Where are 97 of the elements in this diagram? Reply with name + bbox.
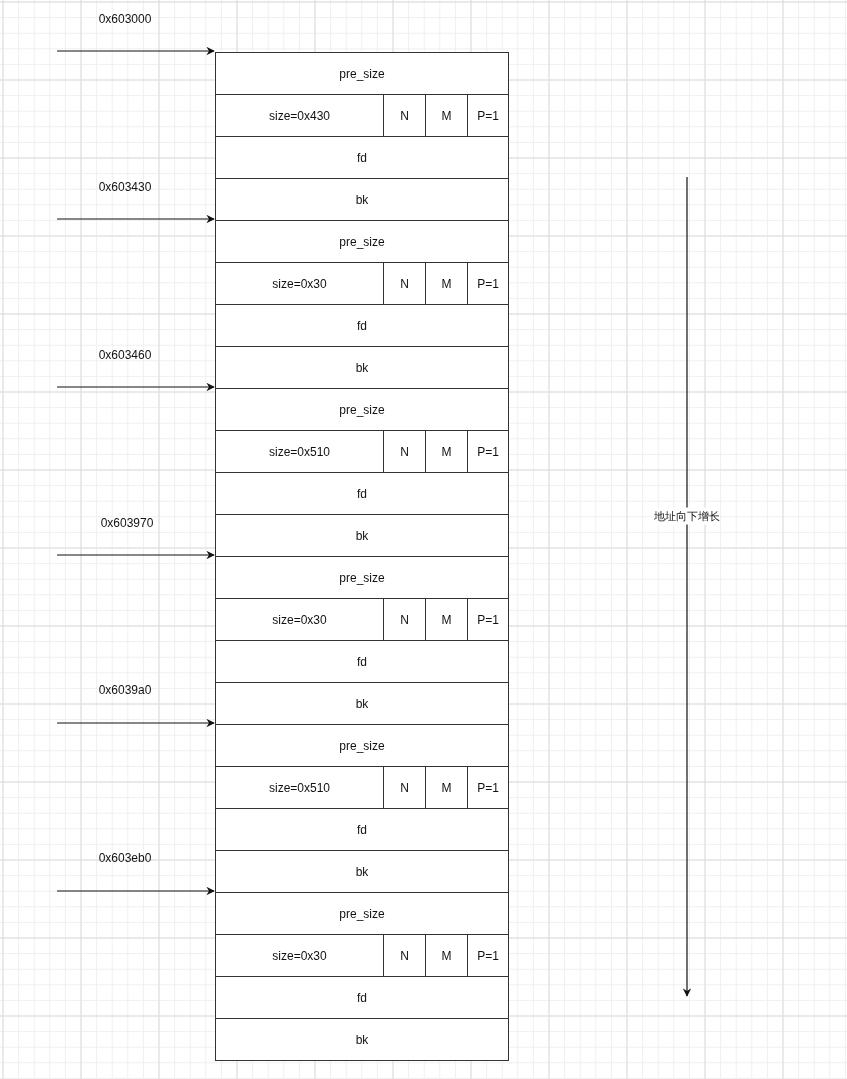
flag-cell	[383, 430, 426, 473]
cell-text: pre_size	[339, 906, 385, 921]
flag-cell	[383, 598, 426, 641]
flag-cell	[467, 430, 509, 473]
cell-text: M	[441, 948, 452, 963]
flag-cell	[383, 934, 426, 977]
cell-text: P=1	[477, 948, 499, 963]
field-cell	[215, 976, 509, 1019]
flag-cell	[383, 94, 426, 137]
cell-text: size=0x510	[268, 444, 330, 459]
cell-text: P=1	[477, 780, 499, 795]
cell-text: M	[441, 108, 452, 123]
flag-cell	[383, 766, 426, 809]
field-cell	[215, 52, 509, 95]
cell-text: pre_size	[339, 738, 385, 753]
arrow	[56, 382, 215, 392]
flag-cell	[467, 934, 509, 977]
field-cell	[215, 892, 509, 935]
address-label: 0x603970	[100, 516, 154, 530]
field-cell	[215, 304, 509, 347]
cell-text: fd	[357, 318, 367, 333]
field-cell	[215, 598, 384, 641]
cell-text: bk	[355, 864, 369, 879]
cell-text: bk	[355, 696, 369, 711]
cell-text: size=0x30	[272, 612, 327, 627]
flag-cell	[467, 766, 509, 809]
field-cell	[215, 682, 509, 725]
address-label: 0x603eb0	[98, 851, 152, 865]
field-cell	[215, 178, 509, 221]
cell-text: size=0x30	[272, 276, 327, 291]
arrow	[56, 718, 215, 728]
field-cell	[215, 136, 509, 179]
cell-text: P=1	[477, 108, 499, 123]
field-cell	[215, 934, 384, 977]
arrow	[56, 886, 215, 896]
cell-text: size=0x430	[268, 108, 330, 123]
flag-cell	[467, 262, 509, 305]
address-label: 0x603430	[98, 180, 152, 194]
arrow	[56, 550, 215, 560]
field-cell	[215, 346, 509, 389]
field-cell	[215, 556, 509, 599]
cell-text: bk	[355, 528, 369, 543]
flag-cell	[425, 430, 468, 473]
cell-text: M	[441, 612, 452, 627]
cell-text: P=1	[477, 612, 499, 627]
field-cell	[215, 262, 384, 305]
cell-text: N	[400, 276, 409, 291]
cell-text: size=0x30	[272, 948, 327, 963]
cell-text: N	[400, 612, 409, 627]
field-cell	[215, 766, 384, 809]
cell-text: bk	[355, 360, 369, 375]
field-cell	[215, 1018, 509, 1061]
cell-text: pre_size	[339, 570, 385, 585]
cell-text: N	[400, 444, 409, 459]
arrow	[56, 46, 215, 56]
cell-text: N	[400, 948, 409, 963]
flag-cell	[467, 598, 509, 641]
cell-text: bk	[355, 192, 369, 207]
cell-text: N	[400, 108, 409, 123]
flag-cell	[425, 598, 468, 641]
cell-text: size=0x510	[268, 780, 330, 795]
flag-cell	[425, 262, 468, 305]
direction-label: 地址向下增长	[654, 507, 720, 525]
cell-text: pre_size	[339, 234, 385, 249]
address-label: 0x603000	[98, 12, 152, 26]
field-cell	[215, 220, 509, 263]
arrow	[56, 214, 215, 224]
flag-cell	[425, 766, 468, 809]
field-cell	[215, 472, 509, 515]
cell-text: M	[441, 780, 452, 795]
cell-text: fd	[357, 150, 367, 165]
cell-text: M	[441, 444, 452, 459]
cell-text: fd	[357, 486, 367, 501]
cell-text: M	[441, 276, 452, 291]
address-label: 0x603460	[98, 348, 152, 362]
cell-text: pre_size	[339, 402, 385, 417]
field-cell	[215, 94, 384, 137]
flag-cell	[383, 262, 426, 305]
flag-cell	[467, 94, 509, 137]
field-cell	[215, 640, 509, 683]
address-label: 0x6039a0	[98, 683, 152, 697]
flag-cell	[425, 934, 468, 977]
field-cell	[215, 514, 509, 557]
cell-text: bk	[355, 1032, 369, 1047]
field-cell	[215, 430, 384, 473]
flag-cell	[425, 94, 468, 137]
cell-text: fd	[357, 654, 367, 669]
cell-text: fd	[357, 822, 367, 837]
cell-text: P=1	[477, 276, 499, 291]
field-cell	[215, 808, 509, 851]
cell-text: fd	[357, 990, 367, 1005]
field-cell	[215, 388, 509, 431]
cell-text: pre_size	[339, 66, 385, 81]
cell-text: P=1	[477, 444, 499, 459]
cell-text: N	[400, 780, 409, 795]
field-cell	[215, 724, 509, 767]
field-cell	[215, 850, 509, 893]
